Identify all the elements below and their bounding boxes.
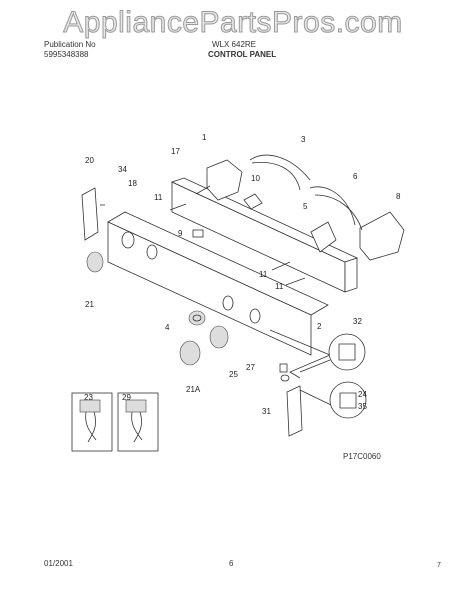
section-title: CONTROL PANEL — [208, 50, 277, 59]
motor-control-8 — [359, 211, 405, 261]
callout-34: 34 — [118, 165, 127, 174]
callout-5: 5 — [303, 202, 308, 211]
footer-page-number: 6 — [229, 559, 234, 568]
callout-21a: 21A — [186, 385, 201, 394]
callout-29: 29 — [122, 393, 131, 402]
wire-harness-3 — [249, 154, 311, 191]
detail-circle-lower — [299, 381, 367, 419]
publication-label: Publication No — [44, 40, 96, 49]
wire-harness-6 — [309, 186, 363, 231]
footer-corner-mark: 7 — [437, 562, 441, 569]
callout-17: 17 — [171, 147, 180, 156]
callout-27: 27 — [246, 363, 255, 372]
callout-31: 31 — [262, 407, 271, 416]
callout-32: 32 — [353, 317, 362, 326]
clip-25 — [280, 374, 290, 382]
callout-21: 21 — [85, 300, 94, 309]
knob-center — [209, 325, 229, 349]
callout-3: 3 — [301, 135, 306, 144]
timer — [195, 159, 243, 201]
harness-detail-box-29 — [117, 392, 159, 452]
control-switch-5 — [310, 221, 337, 253]
screw-11-middle — [271, 261, 291, 271]
callout-11-middle: 11 — [259, 270, 268, 279]
push-switch — [243, 193, 263, 210]
diagram-code: P17C0060 — [343, 452, 381, 461]
harness-detail-box-23 — [71, 392, 113, 452]
left-end-bracket — [81, 187, 105, 241]
front-control-panel — [107, 211, 329, 356]
mounting-bracket-31 — [286, 385, 303, 437]
callout-35: 35 — [358, 402, 367, 411]
callout-18: 18 — [128, 179, 137, 188]
callout-9: 9 — [178, 229, 183, 238]
model-number: WLX 642RE — [212, 40, 257, 49]
callout-23: 23 — [84, 393, 93, 402]
clip-27 — [279, 363, 288, 373]
publication-number: 5995348388 — [44, 50, 89, 59]
callout-24: 24 — [358, 390, 367, 399]
knob-large — [179, 340, 201, 366]
watermark-text: AppliancePartsPros.com — [63, 6, 403, 40]
footer-date: 01/2001 — [44, 559, 73, 568]
callout-20: 20 — [85, 156, 94, 165]
callout-1: 1 — [202, 133, 207, 142]
callout-11-upper: 11 — [154, 193, 163, 202]
knob-left — [86, 251, 104, 273]
detail-circle-upper — [299, 333, 366, 373]
callout-10: 10 — [251, 174, 260, 183]
callout-6: 6 — [353, 172, 358, 181]
switch-9 — [192, 229, 204, 238]
callout-8: 8 — [396, 192, 401, 201]
lower-trim-strip — [269, 329, 332, 379]
callout-2: 2 — [317, 322, 322, 331]
screw-11-upper — [169, 203, 187, 211]
knob-small — [188, 310, 206, 326]
callout-11-lower: 11 — [275, 282, 284, 291]
screw-11-lower — [285, 277, 306, 286]
callout-4: 4 — [165, 323, 170, 332]
callout-25: 25 — [229, 370, 238, 379]
